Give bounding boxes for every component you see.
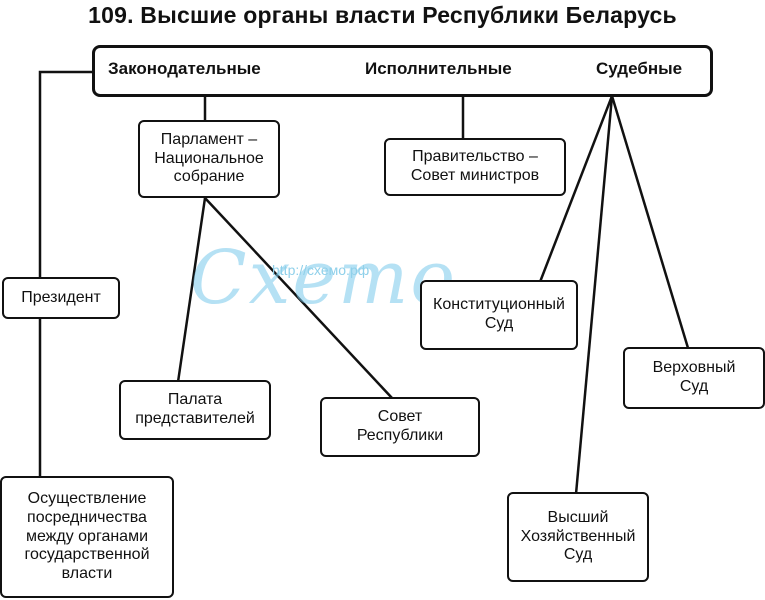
box-house-of-representatives: Палата представителей — [119, 380, 271, 440]
line-bar-president — [40, 72, 95, 278]
box-constitutional-court: Конституционный Суд — [420, 280, 578, 350]
box-council-of-republic: Совет Республики — [320, 397, 480, 457]
box-president: Президент — [2, 277, 120, 319]
box-parliament: Парламент – Национальное собрание — [138, 120, 280, 198]
watermark-rf: РФ — [476, 238, 509, 264]
line-judicial-economic — [576, 96, 612, 494]
watermark-word: Cxemo — [190, 235, 457, 321]
page-title: 109. Высшие органы власти Республики Бел… — [0, 2, 765, 29]
watermark-url: http://схемо.рф — [272, 262, 369, 278]
box-economic-court: Высший Хозяйственный Суд — [507, 492, 649, 582]
box-supreme-court: Верховный Суд — [623, 347, 765, 409]
branch-executive: Исполнительные — [365, 59, 512, 79]
box-mediation: Осуществление посредничества между орган… — [0, 476, 174, 598]
line-judicial-supreme — [612, 96, 688, 348]
branch-judicial: Судебные — [596, 59, 682, 79]
branch-legislative: Законодательные — [108, 59, 261, 79]
box-government: Правительство – Совет министров — [384, 138, 566, 196]
